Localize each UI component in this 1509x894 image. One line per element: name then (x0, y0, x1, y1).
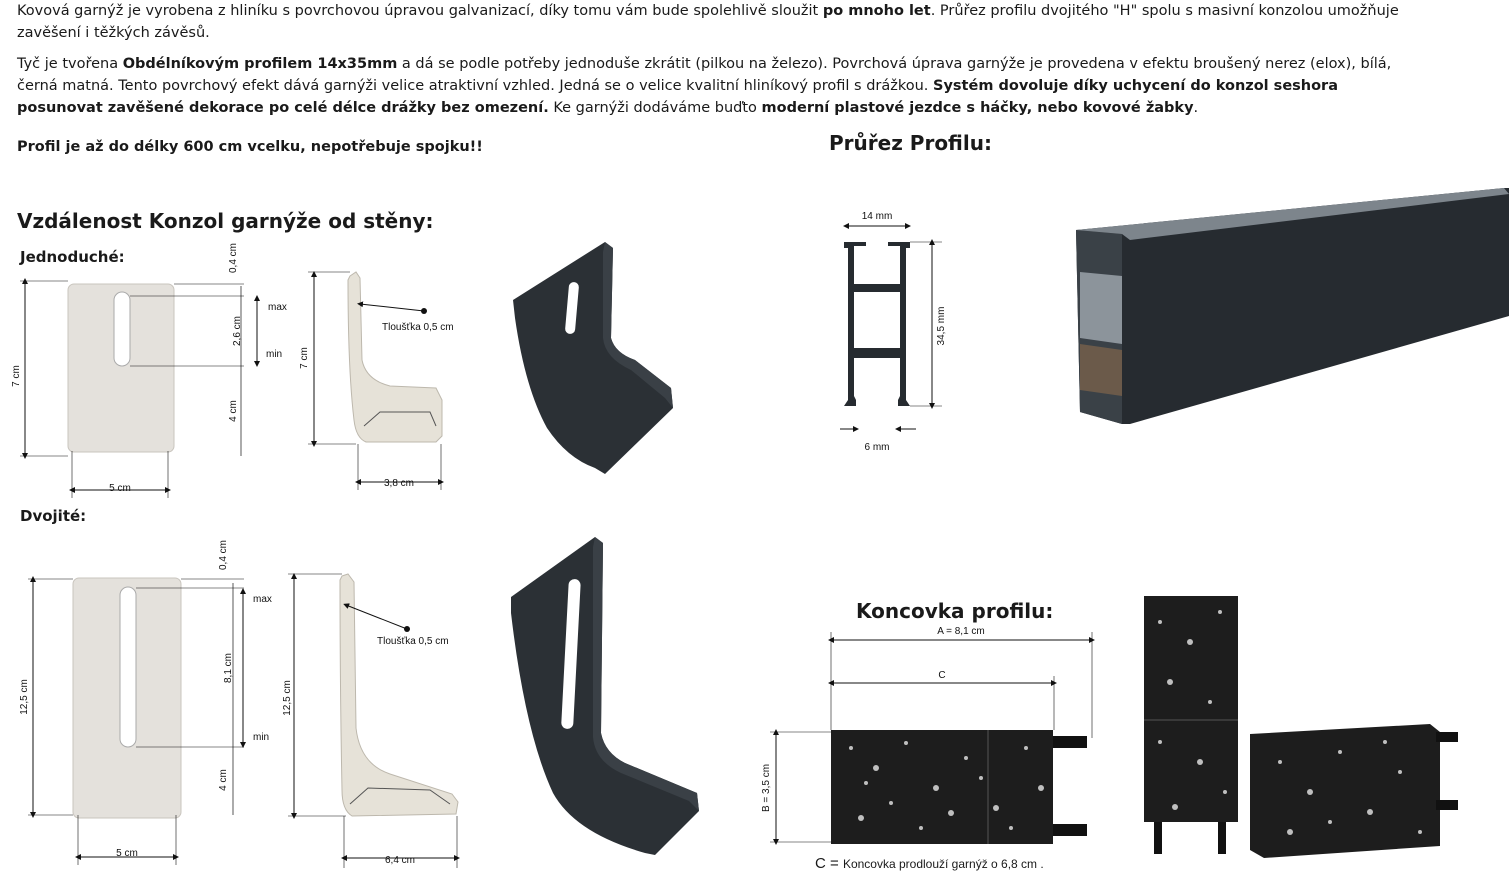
endcap-dimension-drawing: A = 8,1 cm C B = 3,5 cm (761, 626, 1095, 845)
double-height-label: 12,5 cm (19, 679, 30, 715)
intro-paragraph-3: Profil je až do délky 600 cm vcelku, nep… (17, 139, 483, 155)
profile-rail-photo (1076, 188, 1509, 424)
single-black-bracket-photo (513, 242, 673, 474)
profile-title: Průřez Profilu: (829, 131, 992, 155)
intro-paragraph-1: Kovová garnýž je vyrobena z hliníku s po… (17, 3, 1399, 41)
double-side-height-label: 12,5 cm (282, 680, 293, 716)
double-max-label: max (253, 594, 272, 605)
single-bottom-label: 4 cm (228, 400, 239, 422)
double-bottom-label: 4 cm (218, 769, 229, 791)
single-height-label: 7 cm (11, 365, 22, 387)
single-bracket-side-drawing: 7 cm Tloušťka 0,5 cm 3,8 cm (300, 271, 454, 490)
double-bracket-front-drawing: 12,5 cm 0,4 cm 8,1 cm 4 cm max min 5 cm (19, 540, 272, 865)
single-bracket-front-drawing: 7 cm 0,4 cm 2,6 cm 4 cm max min 5 cm (11, 243, 287, 498)
double-width-label: 5 cm (116, 848, 138, 859)
endcap-b-label: B = 3,5 cm (761, 764, 772, 812)
single-thickness-label: Tloušťka 0,5 cm (382, 322, 454, 333)
endcap-caption: C = Koncovka prodlouží garnýž o 6,8 cm . (815, 855, 1044, 872)
double-top-gap-label: 0,4 cm (218, 540, 229, 570)
double-black-bracket-photo (511, 537, 699, 855)
double-label: Dvojité: (20, 507, 87, 525)
endcap-photos (1144, 596, 1458, 858)
double-min-label: min (253, 732, 269, 743)
single-max-label: max (268, 302, 287, 313)
double-depth-label: 6,4 cm (385, 855, 415, 866)
endcap-a-label: A = 8,1 cm (937, 626, 985, 637)
single-side-height-label: 7 cm (300, 347, 310, 369)
single-label: Jednoduché: (20, 248, 125, 266)
double-thickness-label: Tloušťka 0,5 cm (377, 636, 449, 647)
profile-cross-section-drawing: 14 mm 34,5 mm 6 mm (840, 211, 947, 453)
distance-title: Vzdálenost Konzol garnýže od stěny: (17, 209, 434, 233)
double-slot-label: 8,1 cm (223, 653, 234, 683)
endcap-title: Koncovka profilu: (856, 599, 1054, 623)
endcap-c-label: C (938, 670, 945, 681)
single-width-label: 5 cm (109, 483, 131, 494)
single-min-label: min (266, 349, 282, 360)
single-slot-label: 2,6 cm (232, 316, 243, 346)
profile-top-width-label: 14 mm (862, 211, 893, 222)
intro-paragraph-2: Tyč je tvořena Obdélníkovým profilem 14x… (17, 56, 1392, 116)
single-depth-label: 3,8 cm (384, 478, 414, 489)
double-bracket-side-drawing: 12,5 cm Tloušťka 0,5 cm 6,4 cm (282, 573, 460, 868)
profile-bottom-width-label: 6 mm (865, 442, 890, 453)
profile-height-label: 34,5 mm (936, 307, 947, 346)
single-top-gap-label: 0,4 cm (228, 243, 239, 273)
